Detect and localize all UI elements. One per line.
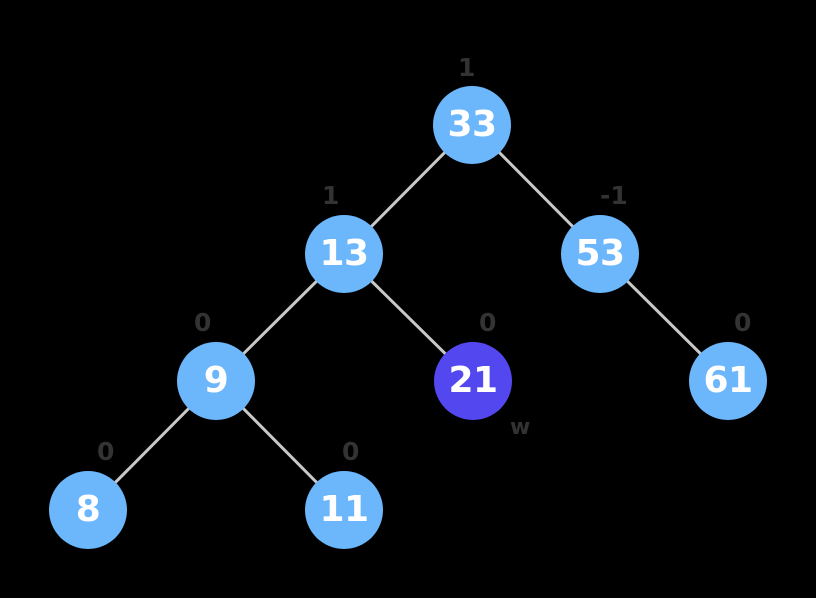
balance-factor-label-9: 0: [194, 308, 212, 337]
balance-factor-label-53: -1: [600, 181, 628, 210]
balance-factor-label-61: 0: [734, 308, 752, 337]
balance-factor-label-21: 0: [479, 308, 497, 337]
tree-node-value: 21: [448, 360, 498, 401]
balance-factor-label-33: 1: [458, 53, 476, 82]
tree-node-value: 9: [203, 360, 229, 401]
tree-node-61[interactable]: 61: [689, 342, 767, 420]
balance-factor-label-11: 0: [342, 437, 360, 466]
tree-node-value: 13: [319, 233, 369, 274]
tree-node-value: 8: [75, 489, 101, 530]
tree-node-33[interactable]: 33: [433, 86, 511, 164]
tree-node-13[interactable]: 13: [305, 215, 383, 293]
balance-factor-label-8: 0: [97, 437, 115, 466]
tree-node-value: 33: [447, 104, 497, 145]
tree-node-value: 11: [319, 489, 369, 530]
tree-node-value: 61: [703, 360, 753, 401]
tree-node-9[interactable]: 9: [177, 342, 255, 420]
pointer-marker-w: w: [510, 415, 531, 440]
balance-factor-label-13: 1: [322, 181, 340, 210]
tree-node-8[interactable]: 8: [49, 471, 127, 549]
tree-node-value: 53: [575, 233, 625, 274]
tree-node-11[interactable]: 11: [305, 471, 383, 549]
tree-node-53[interactable]: 53: [561, 215, 639, 293]
tree-node-21[interactable]: 21: [434, 342, 512, 420]
